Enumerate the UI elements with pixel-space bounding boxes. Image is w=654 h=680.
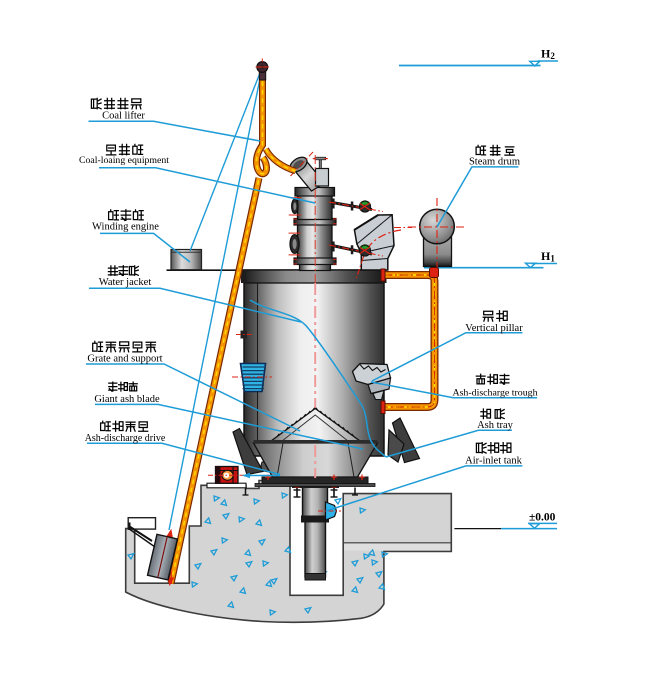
svg-text:H2: H2 [541, 47, 555, 62]
svg-text:H1: H1 [541, 249, 555, 264]
svg-text:Winding engine: Winding engine [92, 222, 159, 233]
svg-text:Coal-loaing equipment: Coal-loaing equipment [79, 155, 169, 166]
svg-text:Ash-discharge drive: Ash-discharge drive [85, 433, 166, 444]
svg-text:Ash tray: Ash tray [477, 420, 514, 431]
svg-text:Ash-discharge trough: Ash-discharge trough [452, 387, 537, 398]
svg-text:Water jacket: Water jacket [99, 277, 152, 288]
svg-text:Air-inlet tank: Air-inlet tank [465, 456, 522, 467]
svg-text:Coal lifter: Coal lifter [102, 110, 145, 121]
svg-text:±0.00: ±0.00 [529, 512, 556, 524]
svg-text:Giant ash blade: Giant ash blade [94, 394, 160, 405]
svg-text:Steam drum: Steam drum [469, 157, 520, 168]
svg-text:Vertical pillar: Vertical pillar [465, 323, 523, 334]
svg-text:Grate and support: Grate and support [87, 354, 162, 365]
